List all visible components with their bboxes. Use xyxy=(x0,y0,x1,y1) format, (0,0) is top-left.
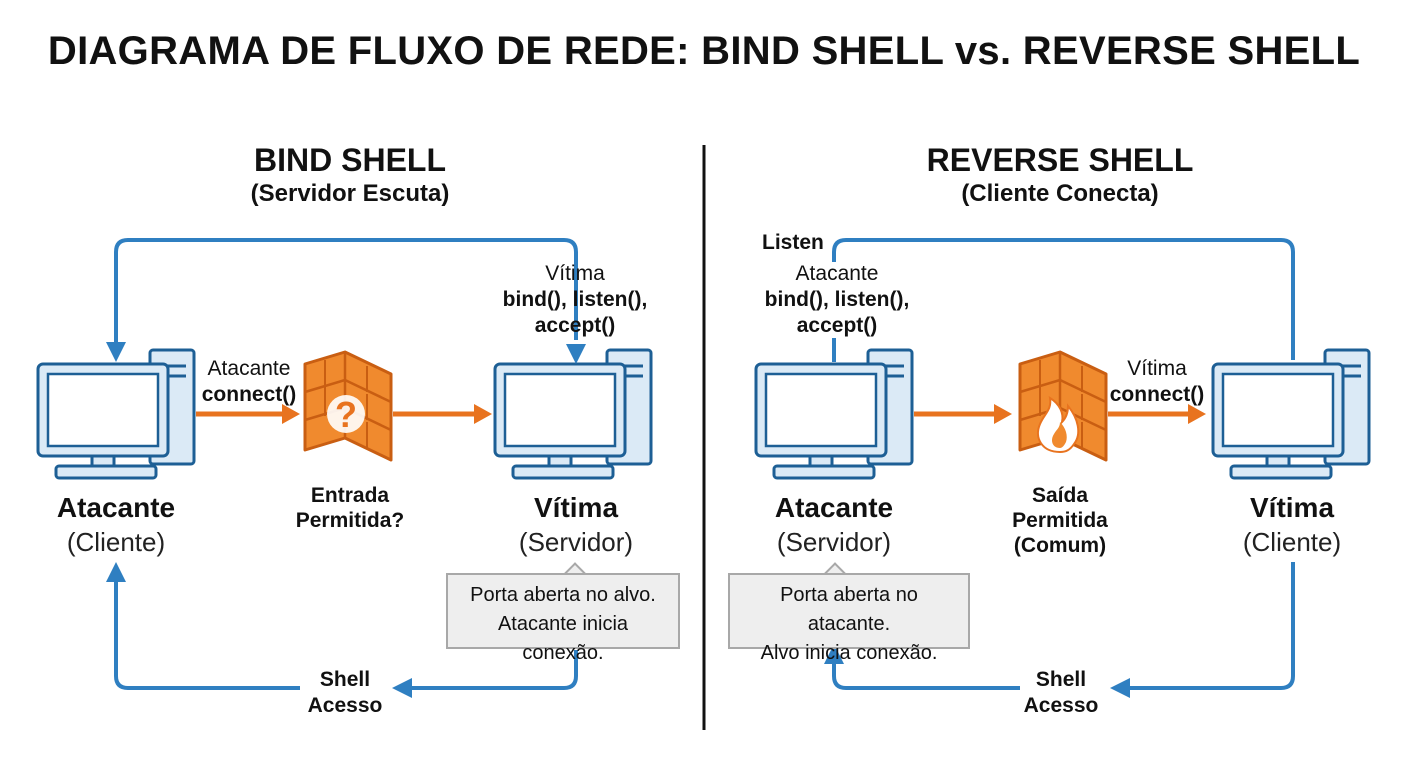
reverse-shell-label-2: Acesso xyxy=(1023,694,1099,717)
main-title: DIAGRAMA DE FLUXO DE REDE: BIND SHELL vs… xyxy=(47,29,1361,73)
reverse-section-subtitle: (Cliente Conecta) xyxy=(961,180,1159,207)
reverse-attacker-calls-1: bind(), listen(), xyxy=(764,288,910,311)
bind-connect-call: connect() xyxy=(201,383,297,406)
reverse-attacker-role: (Servidor) xyxy=(776,527,892,557)
reverse-callout: Porta aberta no atacante. Alvo inicia co… xyxy=(728,573,970,664)
reverse-shell-flow-arrow xyxy=(824,562,1295,698)
bind-victim-calls-2: accept() xyxy=(534,314,616,337)
reverse-top-flow-arrow xyxy=(832,238,1295,362)
reverse-firewall-label-3: (Comum) xyxy=(1013,534,1107,557)
bind-victim-label: Vítima xyxy=(533,492,619,523)
reverse-attacker-calls-2: accept() xyxy=(796,314,878,337)
bind-attacker-label: Atacante xyxy=(56,492,176,523)
bind-victim-role: (Servidor) xyxy=(518,527,634,557)
reverse-victim-computer xyxy=(1211,348,1371,480)
bind-section-subtitle: (Servidor Escuta) xyxy=(250,180,450,207)
reverse-callout-line-2: Alvo inicia conexão. xyxy=(760,642,938,664)
flame-icon xyxy=(1037,396,1080,454)
reverse-callout-line-1: Porta aberta no atacante. xyxy=(780,584,918,635)
bind-callout-line-1: Porta aberta no alvo. xyxy=(470,584,656,606)
bind-shell-flow-arrow xyxy=(106,562,578,698)
bind-victim-calls-1: bind(), listen(), xyxy=(502,288,648,311)
bind-attacker-role: (Cliente) xyxy=(66,527,166,557)
reverse-firewall-label-2: Permitida xyxy=(1012,509,1108,532)
bind-shell-label-1: Shell xyxy=(319,668,371,691)
bind-connect-arrow xyxy=(196,404,492,424)
bind-callout: Porta aberta no alvo. Atacante inicia co… xyxy=(446,573,680,664)
reverse-attacker-computer xyxy=(754,348,914,480)
svg-text:?: ? xyxy=(335,394,357,435)
bind-attacker-computer xyxy=(36,348,196,480)
bind-callout-line-2: Atacante inicia conexão. xyxy=(497,613,629,664)
reverse-attacker-label: Atacante xyxy=(774,492,894,523)
reverse-section-title: REVERSE SHELL xyxy=(926,142,1194,178)
reverse-connect-arrow xyxy=(914,404,1206,424)
question-mark-icon: ? xyxy=(327,394,365,435)
reverse-victim-role: (Cliente) xyxy=(1242,527,1342,557)
bind-section-title: BIND SHELL xyxy=(254,142,446,178)
bind-victim-actor: Vítima xyxy=(545,262,605,285)
bind-victim-computer xyxy=(493,348,653,480)
bind-firewall-label-2: Permitida? xyxy=(295,509,405,532)
bind-firewall-label-1: Entrada xyxy=(310,484,390,507)
reverse-shell-label-1: Shell xyxy=(1035,668,1087,691)
bind-top-flow-arrow xyxy=(106,238,586,364)
bind-connect-actor: Atacante xyxy=(207,357,291,380)
reverse-victim-label: Vítima xyxy=(1249,492,1335,523)
reverse-firewall-label-1: Saída xyxy=(1031,484,1089,507)
reverse-connect-actor: Vítima xyxy=(1127,357,1187,380)
bind-shell-label-2: Acesso xyxy=(307,694,383,717)
reverse-connect-call: connect() xyxy=(1109,383,1205,406)
reverse-attacker-actor: Atacante xyxy=(795,262,879,285)
reverse-listen-label: Listen xyxy=(762,231,824,254)
